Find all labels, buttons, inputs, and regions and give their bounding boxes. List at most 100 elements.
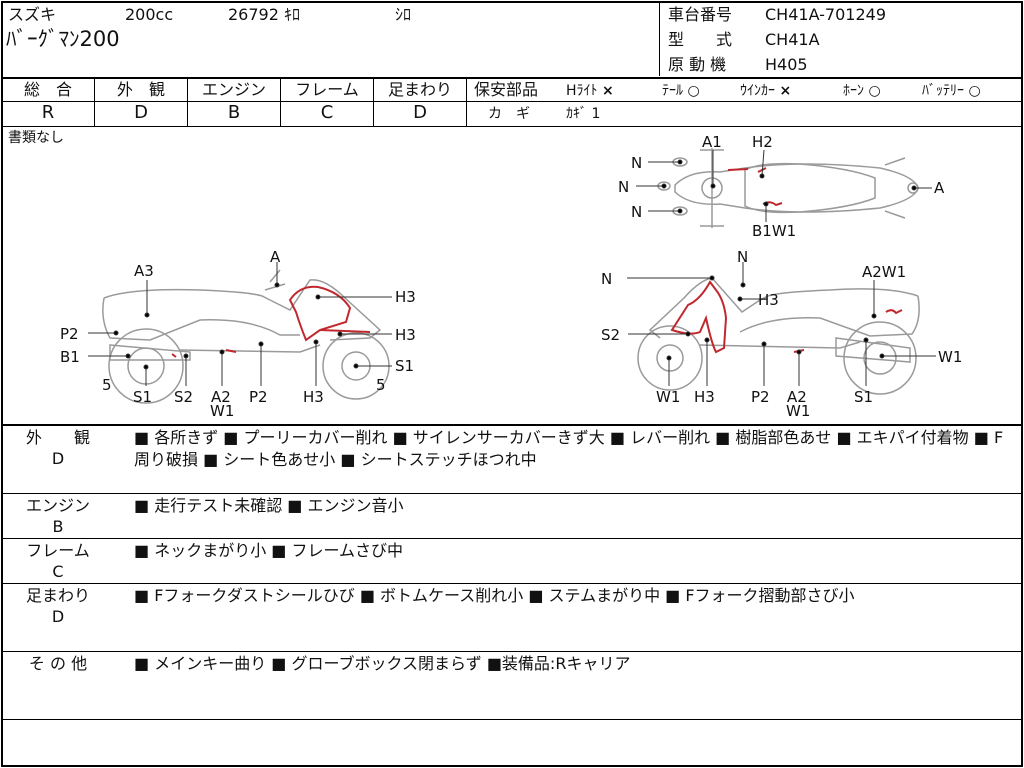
section-engine-label: エンジン [25,496,90,515]
type-label: 型 式 [668,30,733,49]
diag-right-label-w1a: W1 [938,348,962,366]
diag-right-label-n2: N [737,248,748,266]
safety-battery: ﾊﾞｯﾃﾘｰ ○ [922,81,981,101]
diag-left-label-w1: W1 [210,402,234,420]
section-exterior-label: 外 観 [25,428,90,447]
engine-label: 原 動 機 [668,55,727,74]
safety-winker-name: ｳｲﾝｶｰ [740,83,775,99]
diag-left-label-5b: 5 [376,376,386,394]
damage-diagram: N N N A1 H2 A B1W1 A3 A H3 H3 P2 B [60,133,962,420]
section-suspension-grade: D [51,607,65,626]
section-rule [2,493,1022,494]
safety-tail: ﾃｰﾙ ○ [662,81,700,101]
engine-value: H405 [765,55,808,74]
documents-note: 書類なし [8,130,64,146]
grade-divider [280,78,281,126]
diag-left-label-s1b: S1 [133,388,152,406]
diag-top-label-a1: A1 [702,133,722,151]
grade-label-frame: フレーム [295,80,359,99]
maker: スズキ [8,5,57,24]
diag-left-label-a2: A2 [211,388,231,406]
safety-headlight: Hﾗｲﾄ × [566,81,614,101]
grade-value-engine: B [227,102,241,123]
diag-left-label-a: A [270,248,281,266]
section-rule [2,583,1022,584]
grade-label-overall: 総 合 [23,80,72,99]
scooter-right-view [637,277,920,395]
safety-horn-name: ﾎｰﾝ [843,83,864,99]
safety-headlight-mark: × [601,83,614,99]
section-exterior-text: ■ 各所きず ■ プーリーカバー削れ ■ サイレンサーカバーきず大 ■ レバー削… [134,428,1004,469]
grade-label-suspension: 足まわり [387,80,452,99]
section-frame-label: フレーム [26,541,90,560]
diag-right-label-w1c: W1 [786,402,810,420]
grade-divider [466,78,467,126]
diag-top-label-n1: N [631,154,642,172]
section-rule [2,719,1022,720]
section-frame-grade: C [52,562,64,581]
safety-battery-name: ﾊﾞｯﾃﾘｰ [922,83,964,99]
grade-label-exterior: 外 観 [116,80,165,99]
diag-left-label-h3c: H3 [303,388,324,406]
diag-left-label-5a: 5 [102,376,112,394]
safety-tail-mark: ○ [687,83,700,99]
diag-right-label-p2: P2 [751,388,770,406]
type-value: CH41A [765,30,820,49]
displacement: 200cc [125,5,174,24]
section-rule [2,538,1022,539]
header-divider [659,2,660,76]
safety-winker: ｳｲﾝｶｰ × [740,81,791,101]
key-label: カ ギ [488,106,530,122]
grade-value-suspension: D [413,102,427,123]
section-other-text: ■ メインキー曲り ■ グローブボックス閉まらず ■装備品:Rキャリア [134,654,631,673]
diag-right-label-s2: S2 [601,326,620,344]
diag-left-label-p2b: P2 [249,388,268,406]
diag-right-label-a2: A2 [787,388,807,406]
section-engine-text: ■ 走行テスト未確認 ■ エンジン音小 [134,496,404,515]
diag-left-label-h3b: H3 [395,326,416,344]
diag-right-label-s1: S1 [854,388,873,406]
color: ｼﾛ [395,5,412,24]
frame-no: CH41A-701249 [765,5,887,24]
key-value: ｶｷﾞ 1 [566,106,601,122]
safety-headlight-name: Hﾗｲﾄ [566,83,598,99]
grade-value-exterior: D [134,102,148,123]
diag-top-label-a: A [934,179,945,197]
diag-right-label-a2w1: A2W1 [862,263,906,281]
section-engine-grade: B [52,517,64,536]
diag-left-label-s2: S2 [174,388,193,406]
safety-horn-mark: ○ [868,83,881,99]
section-other-label: そ の 他 [28,654,88,673]
model-name: ﾊﾞｰｸﾞﾏﾝ200 [6,27,120,51]
diag-right-label-h3b: H3 [694,388,715,406]
diag-top-label-n2: N [618,178,629,196]
damage-marks-left [171,285,371,358]
grade-divider [94,78,95,126]
diag-left-label-s1a: S1 [395,357,414,375]
grade-divider [187,78,188,126]
diag-right-label-h3a: H3 [758,291,779,309]
damage-marks-top [727,167,783,207]
section-rule [2,651,1022,652]
section-exterior-grade: D [51,449,65,468]
grade-value-overall: R [41,102,55,123]
section-suspension-text: ■ Fフォークダストシールひび ■ ボトムケース削れ小 ■ ステムまがり中 ■ … [134,586,855,605]
safety-horn: ﾎｰﾝ ○ [843,81,881,101]
section-frame-text: ■ ネックまがり小 ■ フレームさび中 [134,541,404,560]
diag-left-label-h3a: H3 [395,288,416,306]
mileage: 26792 ｷﾛ [228,5,300,24]
scooter-top-view [657,148,919,228]
diag-left-label-a3: A3 [134,262,154,280]
grade-mid-rule [2,101,1022,102]
diag-top-label-n3: N [631,203,642,221]
diag-right-label-n1: N [601,270,612,288]
frame-no-label: 車台番号 [668,5,733,24]
safety-winker-mark: × [779,83,792,99]
safety-battery-mark: ○ [968,83,981,99]
grade-bottom-rule [2,126,1022,127]
safety-label: 保安部品 [474,80,539,99]
diag-left-label-b1: B1 [60,348,80,366]
grade-divider [373,78,374,126]
grade-value-frame: C [320,102,334,123]
